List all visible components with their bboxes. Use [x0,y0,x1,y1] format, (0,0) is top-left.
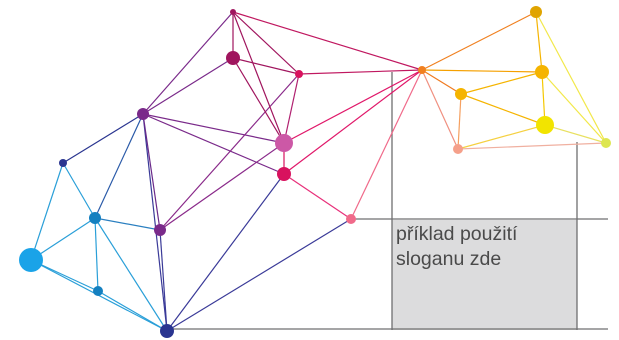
slogan-text: příklad použití sloganu zde [396,223,518,270]
network-edge [421,11,537,71]
network-edge [350,69,423,220]
network-edge [457,142,607,150]
network-edge [62,113,144,164]
network-edge [142,113,285,175]
network-edge [298,69,423,75]
network-edge [94,113,144,219]
network-node [89,212,101,224]
network-node [154,224,166,236]
network-edge [30,217,96,261]
network-edge [97,290,168,332]
network-edge [460,71,543,95]
network-edge [142,113,168,332]
guide-lines [167,72,608,330]
network-edge [166,173,285,332]
network-edge [232,11,300,75]
network-edge [94,217,161,231]
network-node [601,138,611,148]
network-edge [283,69,423,175]
slogan-box [392,220,577,330]
network-node [346,214,356,224]
network-node [59,159,67,167]
network-edge [159,142,285,231]
network-edge [232,57,285,144]
network-edge [541,71,607,144]
network-edge [457,124,546,150]
network-edge [142,11,234,115]
network-edge [535,11,543,73]
network-node [530,6,542,18]
network-edge [457,93,462,150]
network-edge [535,11,607,144]
network-edge [421,69,543,73]
network-edge [283,69,423,144]
network-node [418,66,426,74]
network-node [226,51,240,65]
network-edge [94,217,168,332]
network-edge [166,218,352,332]
network-edge [544,124,607,144]
network-edge [159,73,300,231]
network-node [536,116,554,134]
network-edge [159,229,168,332]
network-node [19,248,43,272]
network-node [137,108,149,120]
network-node [275,134,293,152]
network-nodes [19,6,611,338]
network-node [230,9,236,15]
network-node [455,88,467,100]
network-edges [30,11,607,332]
network-node [453,144,463,154]
network-edge [94,217,99,292]
network-node [160,324,174,338]
network-edge [142,57,234,115]
network-node [295,70,303,78]
network-edge [283,73,300,144]
network-edge [232,57,300,75]
network-edge [283,173,352,220]
network-edge [142,113,285,144]
network-edge [232,11,285,144]
network-edge [30,162,64,261]
network-edge [460,93,546,126]
network-node [535,65,549,79]
network-node [93,286,103,296]
network-edge [421,69,462,95]
network-edge [142,113,161,231]
network-node [277,167,291,181]
network-edge [232,11,423,71]
network-edge [421,69,459,150]
network-edge [62,162,96,219]
